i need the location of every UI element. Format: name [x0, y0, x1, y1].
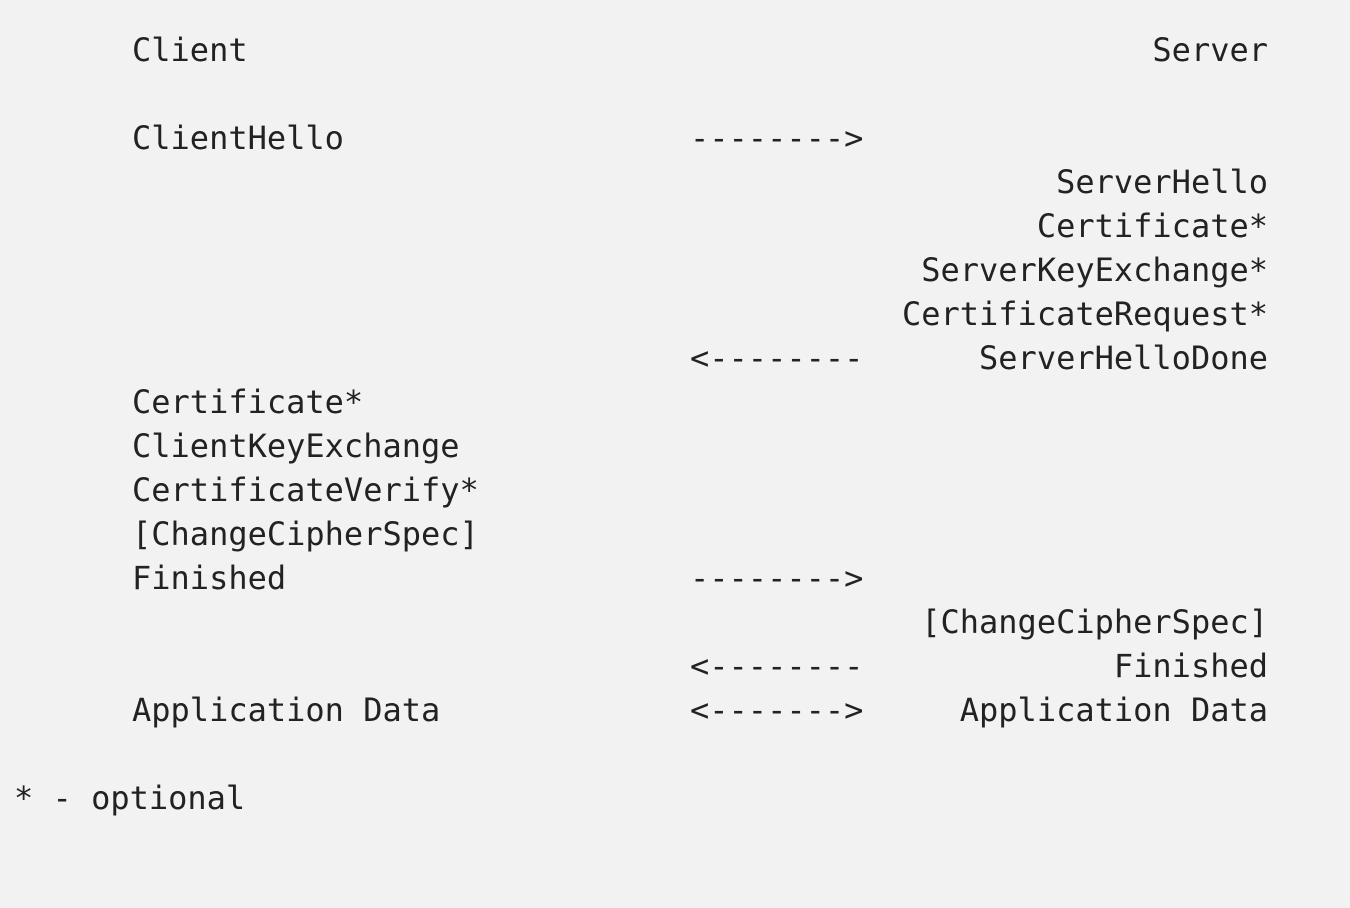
- message-row: CertificateRequest*: [0, 292, 1350, 336]
- header-row: Client Server: [0, 28, 1350, 72]
- server-column-title: Server: [1152, 31, 1268, 69]
- server-message: ServerHello: [1056, 163, 1268, 201]
- handshake-diagram: Client Server ClientHello --------> Serv…: [0, 28, 1350, 820]
- server-message: CertificateRequest*: [901, 295, 1268, 333]
- message-row: Finished -------->: [0, 556, 1350, 600]
- server-message: Certificate*: [1036, 207, 1268, 245]
- arrow-right: -------->: [690, 559, 864, 597]
- server-message: Finished: [1113, 647, 1268, 685]
- message-row: <-------- Finished: [0, 644, 1350, 688]
- arrow-left: <--------: [690, 647, 864, 685]
- server-message: ServerHelloDone: [979, 339, 1268, 377]
- client-message: [ChangeCipherSpec]: [132, 515, 479, 553]
- message-row: ServerKeyExchange*: [0, 248, 1350, 292]
- footnote: * - optional: [14, 779, 246, 817]
- message-row: CertificateVerify*: [0, 468, 1350, 512]
- arrow-right: -------->: [690, 119, 864, 157]
- client-column-title: Client: [132, 31, 248, 69]
- client-message: CertificateVerify*: [132, 471, 479, 509]
- message-row: Certificate*: [0, 204, 1350, 248]
- server-message: ServerKeyExchange*: [921, 251, 1268, 289]
- message-row: [ChangeCipherSpec]: [0, 512, 1350, 556]
- message-row: Application Data <-------> Application D…: [0, 688, 1350, 732]
- client-message: Finished: [132, 559, 287, 597]
- client-message: Certificate*: [132, 383, 364, 421]
- message-row: ClientHello -------->: [0, 116, 1350, 160]
- arrow-left: <--------: [690, 339, 864, 377]
- message-row: <-------- ServerHelloDone: [0, 336, 1350, 380]
- client-message: ClientHello: [132, 119, 344, 157]
- message-row: ServerHello: [0, 160, 1350, 204]
- server-message: Application Data: [959, 691, 1268, 729]
- server-message: [ChangeCipherSpec]: [921, 603, 1268, 641]
- client-message: ClientKeyExchange: [132, 427, 460, 465]
- message-row: Certificate*: [0, 380, 1350, 424]
- arrow-bidirectional: <------->: [690, 691, 864, 729]
- message-row: ClientKeyExchange: [0, 424, 1350, 468]
- client-message: Application Data: [132, 691, 441, 729]
- message-row: [ChangeCipherSpec]: [0, 600, 1350, 644]
- footnote-row: * - optional: [0, 776, 1350, 820]
